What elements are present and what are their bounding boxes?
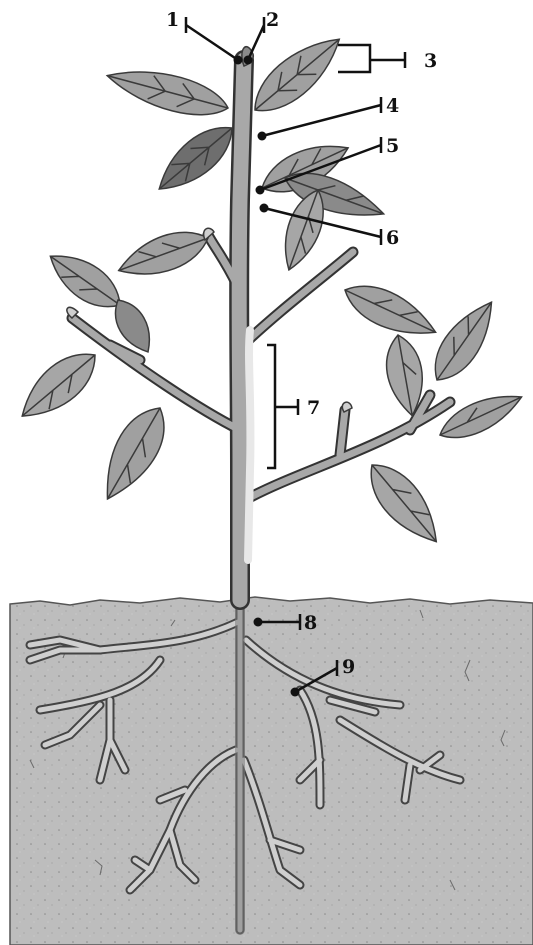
label-3: 3 (424, 50, 437, 72)
leader-lines (186, 17, 405, 692)
label-8: 8 (304, 612, 317, 634)
label-7: 7 (307, 397, 320, 419)
leaves (10, 25, 527, 554)
label-1: 1 (166, 9, 179, 31)
label-6: 6 (386, 227, 399, 249)
label-2: 2 (266, 9, 279, 31)
label-4: 4 (386, 95, 399, 117)
label-9: 9 (342, 656, 355, 678)
label-5: 5 (386, 135, 399, 157)
